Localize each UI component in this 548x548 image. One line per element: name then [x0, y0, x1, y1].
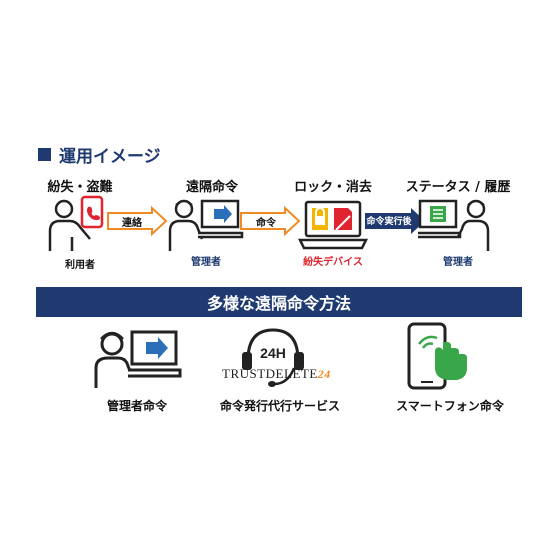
step-1-sub: 利用者 [65, 260, 95, 271]
step-2-sub: 管理者 [191, 257, 221, 268]
method-3-label: スマートフォン命令 [396, 399, 504, 413]
methods-banner: 多様な遠隔命令方法 [36, 287, 522, 317]
step-1-title: 紛失・盗難 [47, 180, 113, 195]
method-2-label: 命令発行代行サービス [219, 399, 340, 413]
arrow-2-icon [240, 205, 301, 237]
trustdelete-logo: TRUSTDELETE24 [222, 366, 332, 382]
arrow-1-label: 連絡 [122, 218, 142, 229]
locked-laptop-icon [297, 200, 369, 250]
section-title-text: 運用イメージ [59, 147, 161, 167]
status-laptop-icon [418, 199, 490, 251]
smartphone-touch-icon [407, 322, 467, 390]
arrow-1-icon [107, 205, 168, 237]
method-1-label: 管理者命令 [106, 399, 167, 413]
arrow-3-label: 命令実行後 [366, 217, 412, 227]
logo-text: TRUSTDELETE [222, 366, 318, 381]
logo-number: 24 [317, 367, 331, 381]
admin-laptop-icon [168, 199, 244, 251]
step-4-sub: 管理者 [443, 257, 473, 268]
section-title: 運用イメージ [38, 142, 161, 167]
step-2-title: 遠隔命令 [185, 180, 238, 195]
badge-24h: 24H [260, 345, 286, 361]
user-with-phone-icon [48, 195, 104, 251]
step-3-sub: 紛失デバイス [303, 257, 363, 268]
headset-24h-icon: 24H [242, 328, 304, 387]
step-3-title: ロック・消去 [294, 180, 372, 195]
step-4-title: ステータス / 履歴 [405, 180, 511, 195]
admin-command-icon [94, 330, 182, 388]
arrow-2-label: 命令 [256, 218, 276, 229]
title-square-icon [38, 148, 51, 161]
arrow-3-icon [365, 208, 425, 234]
